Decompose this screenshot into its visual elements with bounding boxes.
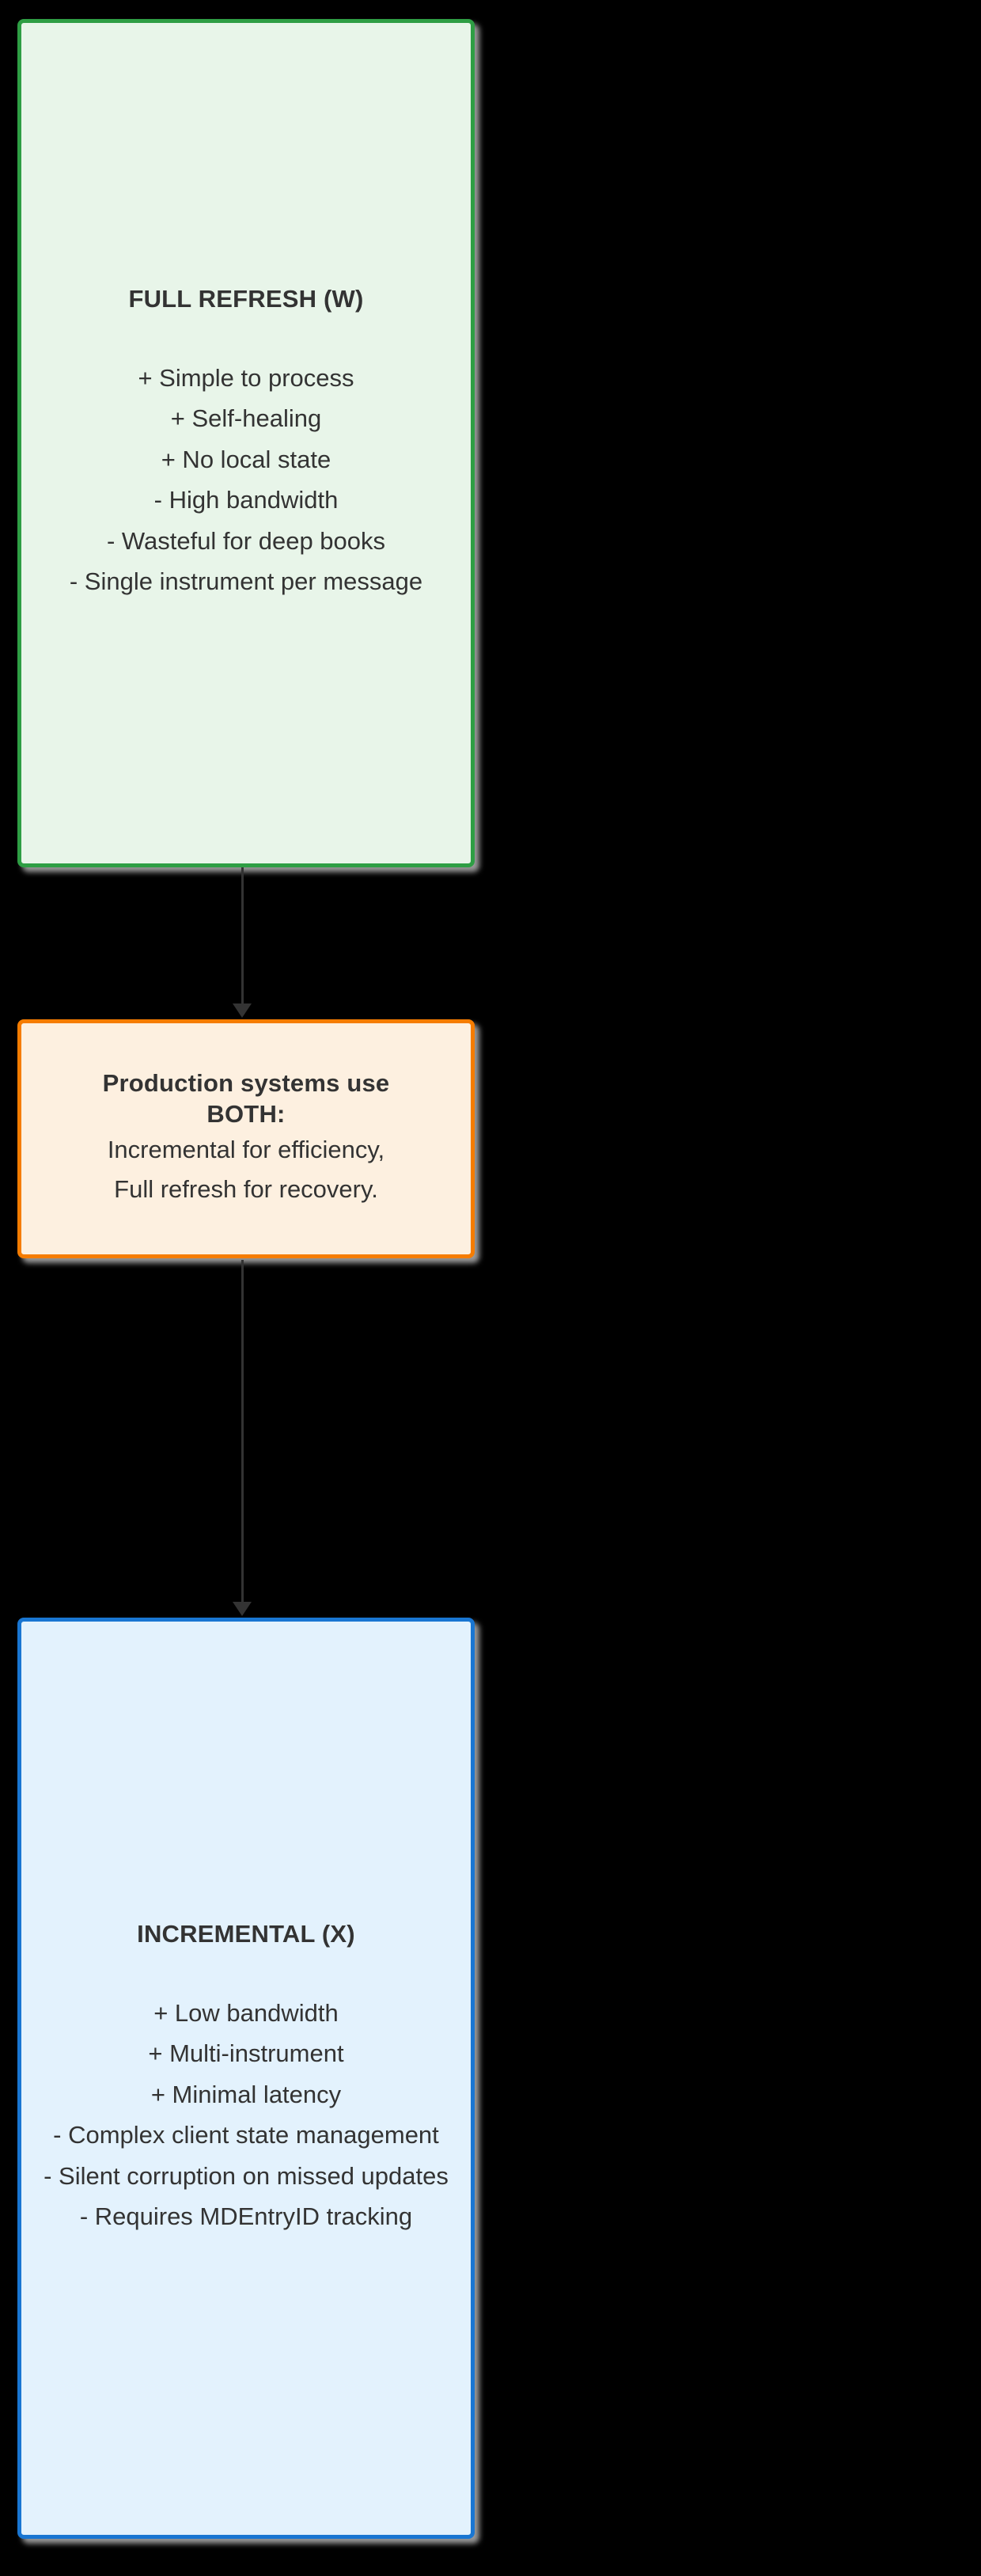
node-line: + No local state bbox=[161, 445, 331, 473]
node-line: - High bandwidth bbox=[153, 486, 339, 514]
node-line: + Minimal latency bbox=[150, 2080, 342, 2108]
node-line: Incremental for efficiency, bbox=[107, 1135, 385, 1163]
node-line: - Complex client state management bbox=[53, 2121, 439, 2149]
node-full-refresh-title: FULL REFRESH (W) bbox=[128, 285, 364, 313]
arrow-shaft bbox=[241, 867, 244, 1007]
node-line: - Wasteful for deep books bbox=[106, 526, 386, 555]
node-line: + Low bandwidth bbox=[153, 1999, 339, 2028]
node-production-both-lines: Incremental for efficiency, Full refresh… bbox=[40, 1130, 453, 1209]
node-full-refresh[interactable]: FULL REFRESH (W) + Simple to process + S… bbox=[17, 19, 475, 867]
arrow-shaft bbox=[241, 1260, 244, 1605]
node-line: + Multi-instrument bbox=[148, 2039, 344, 2068]
node-line: + Simple to process bbox=[138, 364, 354, 393]
node-line: + Self-healing bbox=[170, 404, 322, 433]
node-incremental-title: INCREMENTAL (X) bbox=[137, 1920, 355, 1948]
arrow-head-icon bbox=[233, 1003, 252, 1018]
connector-arrow-both-to-incremental bbox=[226, 1260, 258, 1618]
node-line: - Single instrument per message bbox=[69, 567, 423, 596]
node-incremental-lines: + Low bandwidth + Multi-instrument + Min… bbox=[40, 1993, 453, 2237]
node-line: - Silent corruption on missed updates bbox=[44, 2161, 449, 2190]
arrow-head-icon bbox=[233, 1602, 252, 1616]
node-incremental[interactable]: INCREMENTAL (X) + Low bandwidth + Multi-… bbox=[17, 1618, 475, 2539]
connector-arrow-full-refresh-to-both bbox=[226, 867, 258, 1019]
node-line: - Requires MDEntryID tracking bbox=[79, 2202, 413, 2231]
node-line: Full refresh for recovery. bbox=[114, 1174, 378, 1203]
node-full-refresh-lines: + Simple to process + Self-healing + No … bbox=[40, 358, 453, 602]
